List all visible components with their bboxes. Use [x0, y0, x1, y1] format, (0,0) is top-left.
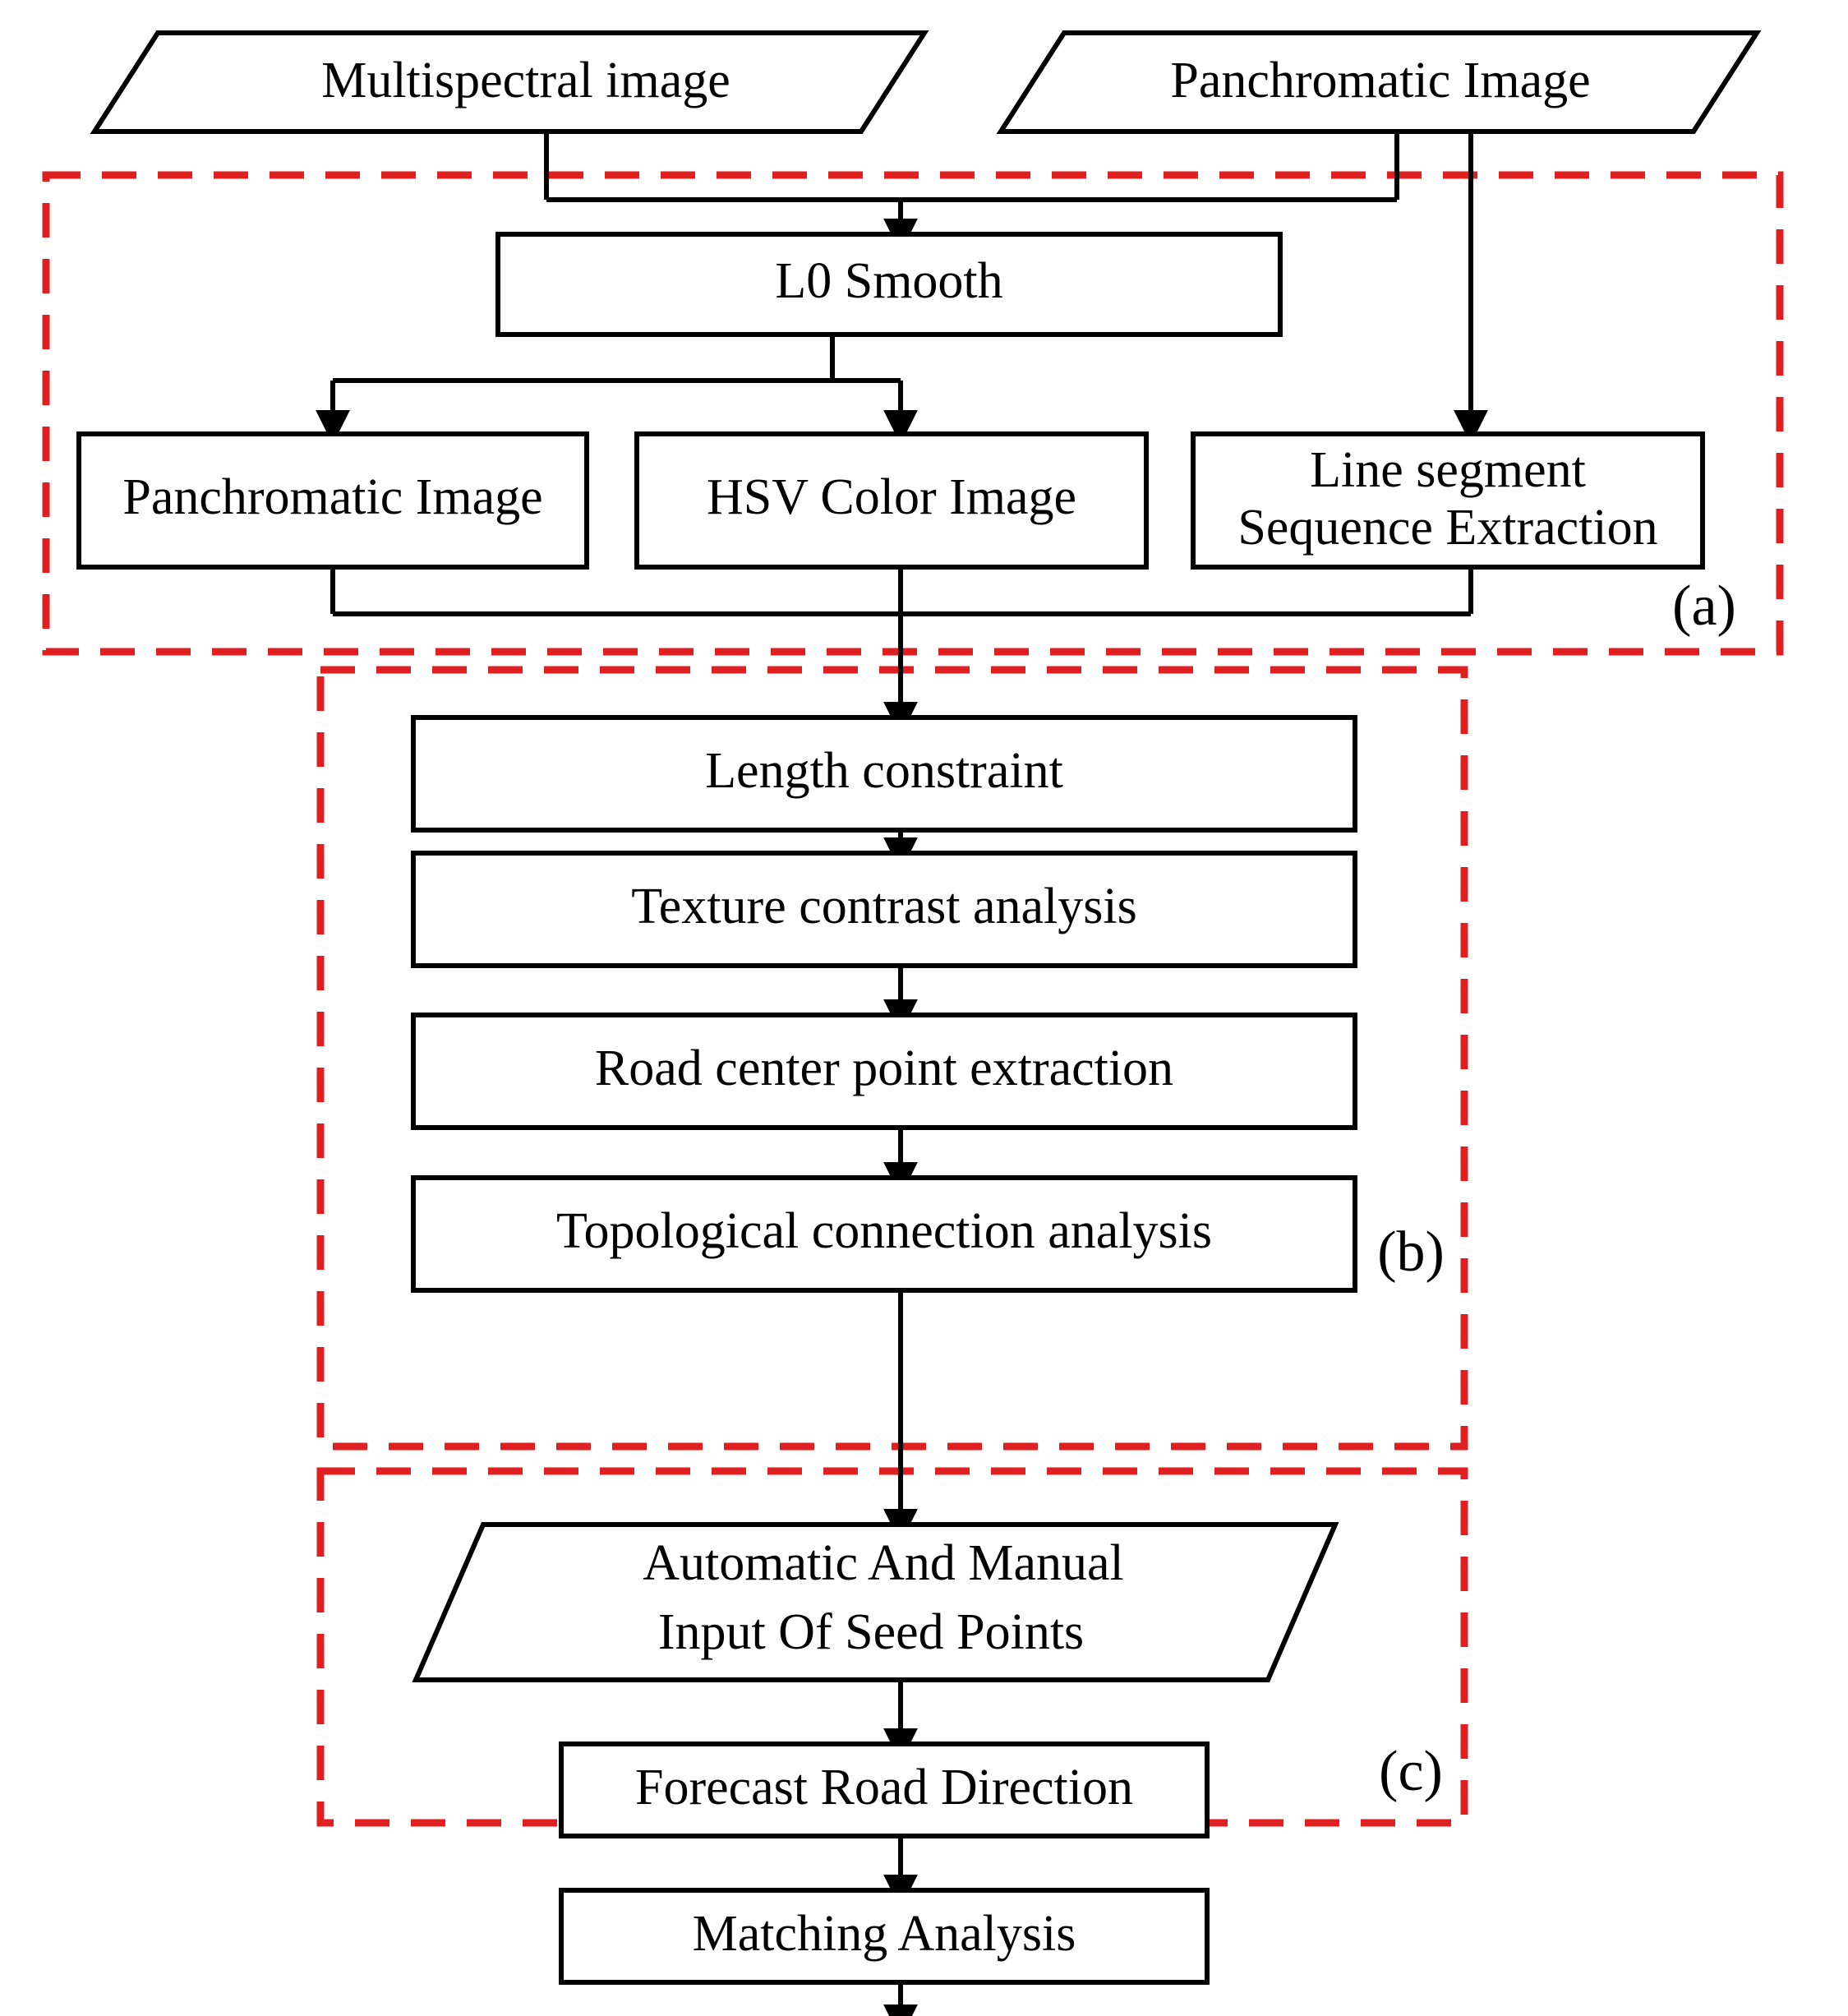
group-box-a — [42, 171, 1784, 656]
node-seed-points-input — [412, 1522, 1339, 1682]
node-label-seed-points-line1: Automatic And Manual — [643, 1535, 1123, 1591]
node-forecast-road-direction — [559, 1742, 1210, 1838]
node-label-multispectral-image: Multispectral image — [321, 53, 730, 108]
node-texture-contrast-analysis — [411, 851, 1357, 968]
node-topological-connection-analysis — [411, 1175, 1357, 1293]
node-label-texture-contrast-analysis: Texture contrast analysis — [631, 879, 1136, 934]
group-label-b: (b) — [1377, 1220, 1445, 1284]
node-label-panchromatic-image-input: Panchromatic Image — [1170, 53, 1590, 108]
node-label-l0-smooth: L0 Smooth — [775, 253, 1002, 309]
node-label-line-segment-line2: Sequence Extraction — [1237, 500, 1657, 556]
node-label-road-center-point-extraction: Road center point extraction — [595, 1040, 1173, 1096]
node-hsv-color-image — [634, 431, 1149, 570]
node-line-segment-sequence-extraction — [1191, 431, 1705, 570]
node-label-length-constraint: Length constraint — [705, 743, 1063, 799]
node-label-matching-analysis: Matching Analysis — [693, 1906, 1076, 1962]
node-matching-analysis — [559, 1888, 1210, 1985]
node-length-constraint — [411, 715, 1357, 833]
node-label-panchromatic-image-derived: Panchromatic Image — [122, 469, 542, 525]
group-label-a: (a) — [1672, 574, 1736, 638]
node-road-center-point-extraction — [411, 1013, 1357, 1130]
group-box-b — [316, 666, 1468, 1451]
node-label-forecast-road-direction: Forecast Road Direction — [635, 1760, 1133, 1815]
node-panchromatic-image-input — [996, 30, 1762, 134]
node-panchromatic-image-derived — [76, 431, 589, 570]
node-multispectral-image — [90, 30, 929, 134]
node-label-topological-connection-analysis: Topological connection analysis — [556, 1203, 1212, 1259]
node-label-hsv-color-image: HSV Color Image — [707, 469, 1076, 525]
node-l0-smooth — [495, 232, 1283, 337]
group-label-c: (c) — [1379, 1740, 1443, 1803]
node-label-line-segment-line1: Line segment — [1310, 442, 1586, 498]
node-label-seed-points-line2: Input Of Seed Points — [658, 1604, 1084, 1660]
